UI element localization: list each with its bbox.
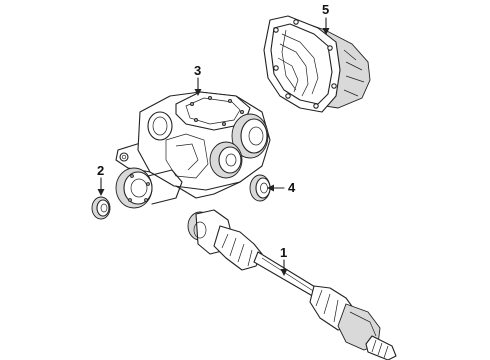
callout-5: 5 [322, 2, 329, 17]
callout-1: 1 [280, 245, 287, 260]
axle-seal-icon [91, 196, 111, 220]
differential-carrier-icon [115, 91, 271, 209]
side-seal-icon [249, 174, 271, 202]
leader-lines [97, 17, 330, 276]
differential-cover-icon [263, 15, 371, 113]
drive-axle-shaft-icon [187, 209, 397, 360]
callout-3: 3 [194, 63, 201, 78]
callout-4: 4 [288, 180, 296, 195]
callout-2: 2 [97, 163, 104, 178]
